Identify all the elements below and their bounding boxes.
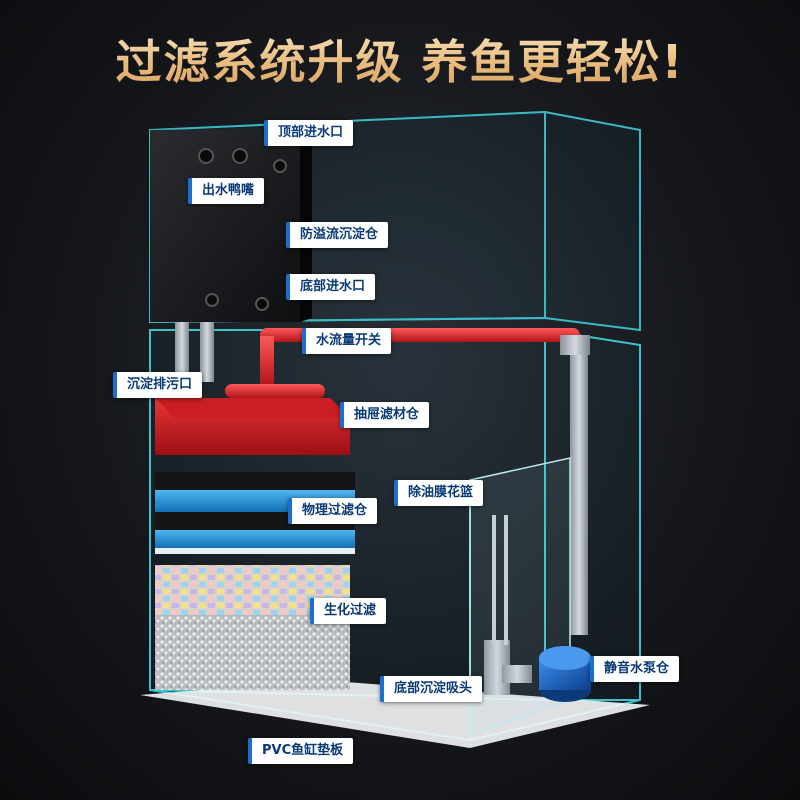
label-overflow-chamber: 防溢流沉淀仓 — [286, 222, 389, 248]
label-bottom-suction: 底部沉淀吸头 — [380, 676, 483, 702]
label-oil-basket: 除油膜花篮 — [394, 480, 484, 506]
overflow-chamber-box — [150, 128, 312, 322]
label-bottom-inlet: 底部进水口 — [286, 274, 376, 300]
headline: 过滤系统升级 养鱼更轻松! — [0, 26, 800, 92]
pvc-pad — [140, 680, 650, 748]
label-physical-chamber: 物理过滤仓 — [288, 498, 378, 524]
grey-pipes — [175, 322, 590, 695]
label-drawer-chamber: 抽屉滤材仓 — [340, 402, 430, 428]
label-bio-filter: 生化过滤 — [310, 598, 387, 624]
label-pump-chamber: 静音水泵仓 — [590, 656, 680, 682]
label-sediment-drain: 沉淀排污口 — [113, 372, 203, 398]
label-pvc-pad: PVC鱼缸垫板 — [248, 738, 354, 764]
label-top-inlet: 顶部进水口 — [264, 120, 354, 146]
label-flow-switch: 水流量开关 — [302, 328, 392, 354]
bio-media — [155, 565, 350, 690]
red-drawer — [155, 398, 350, 455]
pump — [539, 646, 591, 702]
label-duck-outlet: 出水鸭嘴 — [188, 178, 265, 204]
